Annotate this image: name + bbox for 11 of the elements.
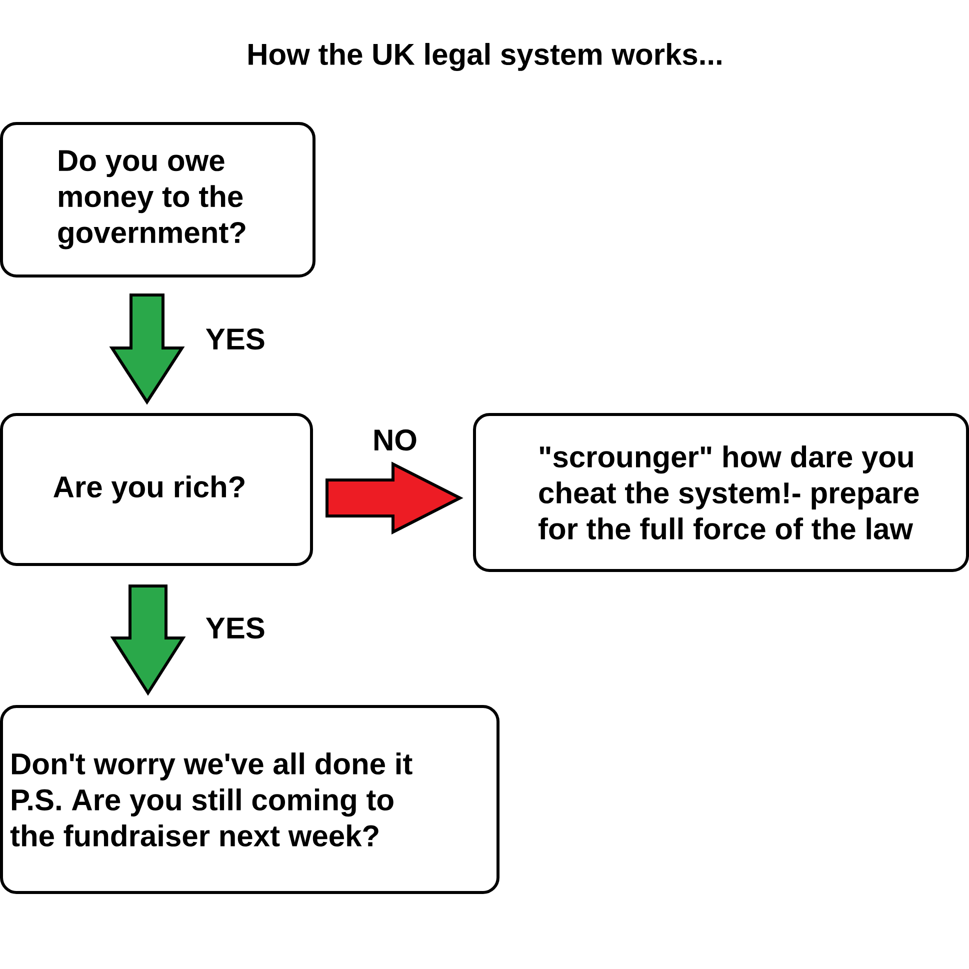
outcome-box: "scrounger" how dare you cheat the system!- prepare for the full force of the law — [473, 413, 969, 572]
question-box: Do you owe money to the government? — [0, 122, 316, 278]
arrow — [110, 584, 186, 696]
question-box: Are you rich? — [0, 413, 313, 566]
edge-label: YES — [201, 324, 270, 354]
outcome-box: Don't worry we've all done it P.S. Are you still coming to the fundraiser next week? — [0, 705, 500, 894]
title: How the UK legal system works... — [248, 42, 722, 72]
arrow — [326, 462, 464, 534]
edge-label: NO — [368, 425, 422, 455]
arrow — [109, 294, 185, 405]
edge-label: YES — [201, 613, 270, 643]
